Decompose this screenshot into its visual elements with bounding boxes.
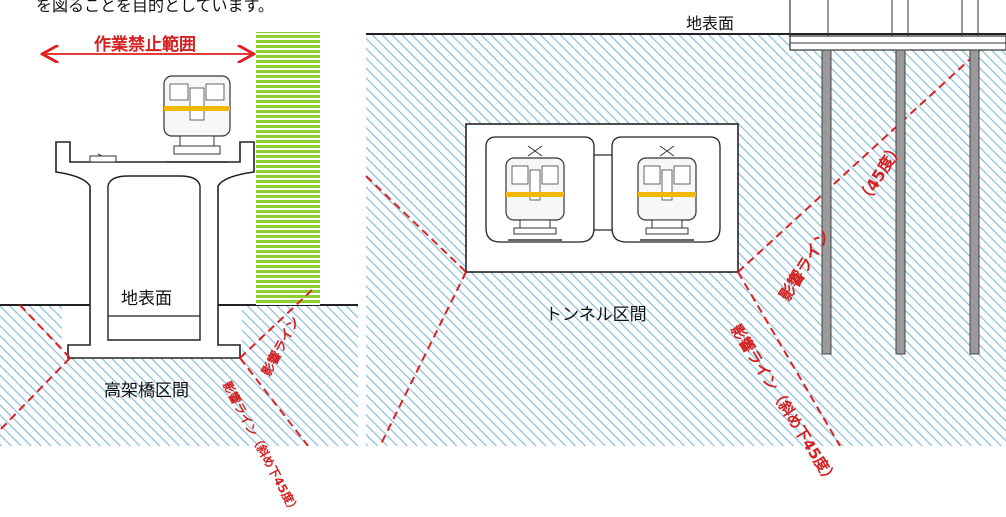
tunnel-train-right [637,145,697,241]
influence-line-tunnel-upper-left [365,175,467,273]
influence-line-viaduct-left-out [0,357,71,431]
influence-line-tunnel-upper-right [737,49,981,273]
influence-line-viaduct-right-up [239,289,313,359]
pile-foundation [789,0,1006,355]
tunnel-section-label: トンネル区間 [545,305,647,325]
diagram-drawing [0,0,1006,446]
ground-surface-label-left: 地表面 [121,289,172,309]
influence-line-tunnel-lower-right [737,271,841,446]
tunnel-train-left [505,145,565,241]
header-text: を図ることを目的としています。 [36,0,274,15]
no-work-zone-label: 作業禁止範囲 [94,35,196,55]
ground-surface-label-right: 地表面 [686,14,735,33]
influence-line-tunnel-lower-left [379,271,467,446]
viaduct-section-label: 高架橋区間 [104,381,189,401]
no-work-zone-area [256,32,320,305]
influence-line-viaduct-right-out [239,357,309,446]
viaduct-train [163,75,231,163]
